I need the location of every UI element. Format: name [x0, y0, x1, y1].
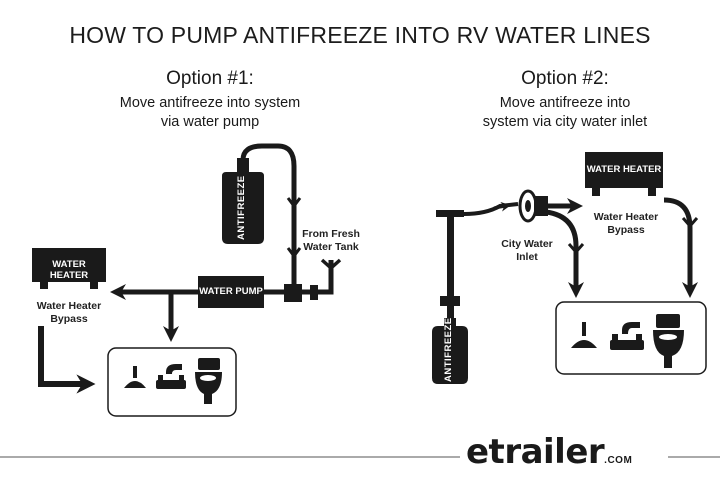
option1-water-heater-label: WATER HEATER — [49, 259, 89, 281]
option2-inlet-label-2: Inlet — [516, 251, 538, 263]
option1-down-arrow-2 — [286, 247, 302, 259]
option1-valve — [310, 285, 318, 300]
option2-bypass-line — [663, 197, 699, 299]
option2-line1: Move antifreeze into — [499, 95, 631, 111]
hand-pump-icon — [436, 210, 464, 320]
option2-antifreeze-jug — [432, 318, 468, 384]
option1-fresh-label-2: Water Tank — [303, 241, 359, 253]
option1-bypass-line — [38, 326, 96, 394]
option2-water-heater-label: WATER HEATER — [586, 164, 662, 175]
option2-antifreeze-label: ANTIFREEZE — [443, 317, 454, 382]
option2-water-heater — [585, 152, 663, 188]
option1-down-arrow-1 — [286, 197, 302, 209]
option1-valve-tee — [284, 284, 302, 302]
option1-suction-hose — [240, 143, 297, 290]
option1-line1: Move antifreeze into system — [119, 95, 301, 111]
option1-fresh-label-1: From Fresh — [302, 228, 360, 240]
faucet-icon — [156, 364, 186, 389]
toilet-icon — [195, 358, 222, 404]
option2-down-branch — [545, 209, 585, 299]
brand-logo: etrailer.COM — [466, 432, 666, 472]
option1-water-heater — [32, 248, 106, 282]
option1-bypass-label-1: Water Heater — [36, 300, 102, 312]
shower-head-icon — [124, 366, 146, 388]
option1-water-pump-box — [198, 276, 264, 308]
faucet-icon — [610, 322, 644, 350]
option2-pump-hose — [463, 202, 519, 216]
option2-bypass-label-1: Water Heater — [593, 211, 659, 223]
option2-city-water-inlet — [518, 189, 548, 223]
option1-line2: via water pump — [160, 114, 260, 130]
option1-water-pump-label: WATER PUMP — [199, 286, 263, 297]
option2-inlet-label-1: City Water — [501, 238, 553, 250]
brand-name: etrailer — [466, 432, 605, 472]
shower-head-icon — [571, 322, 597, 348]
option2-heading: Option #2: — [521, 68, 609, 89]
option1-heading: Option #1: — [166, 68, 254, 89]
option1-antifreeze-jug — [222, 158, 264, 244]
option1-fresh-arrow — [320, 258, 342, 271]
option1-antifreeze-label: ANTIFREEZE — [236, 175, 247, 240]
page-title: HOW TO PUMP ANTIFREEZE INTO RV WATER LIN… — [69, 22, 651, 48]
option1-bypass-label-2: Bypass — [50, 313, 88, 325]
toilet-icon — [653, 314, 684, 368]
option2-bypass-label-2: Bypass — [607, 224, 645, 236]
option2-line2: system via city water inlet — [482, 114, 648, 130]
brand-domain: .COM — [604, 455, 633, 466]
